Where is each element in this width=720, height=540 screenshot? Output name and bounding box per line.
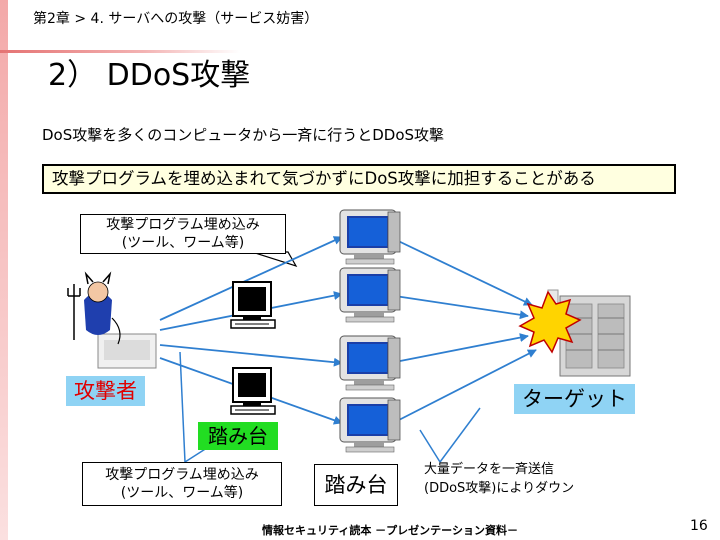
callout-top: 攻撃プログラム埋め込み (ツール、ワーム等) [80,214,286,254]
callout-right-line1: 大量データを一斉送信 [424,462,555,477]
arrow-to-zombie-3 [159,344,343,367]
callout-bottom: 攻撃プログラム埋め込み (ツール、ワーム等) [82,462,282,506]
normal-computer-1 [230,281,276,329]
pointer-bottom-callout [179,351,186,463]
callout-right-line2: (DDoS攻撃)によりダウン [424,481,575,496]
impact-burst-icon [518,290,582,354]
pointer-right-callout [439,407,481,463]
infection-arrows [159,236,537,425]
arrow-to-target-4 [394,349,537,423]
stepping-box: 踏み台 [314,464,398,506]
arrow-to-zombie-1 [159,236,343,321]
page-title: 2） DDoS攻撃 [48,58,251,93]
attacker-devil-icon [67,271,157,369]
callout-right: 大量データを一斉送信 (DDoS攻撃)によりダウン [424,460,574,498]
target-label-text: ターゲット [522,387,627,411]
page-number: 16 [690,518,708,534]
callout-bottom-line2: (ツール、ワーム等) [120,485,244,501]
target-server-icon [547,289,631,377]
left-accent-bar [0,0,8,540]
attacker-label: 攻撃者 [66,376,145,406]
callout-top-line2: (ツール、ワーム等) [121,235,245,251]
breadcrumb: 第2章 > 4. サーバへの攻撃（サービス妨害） [33,11,319,27]
zombie-computer-3 [339,335,401,391]
arrow-to-target-3 [394,333,529,363]
intro-text: DoS攻撃を多くのコンピュータから一斉に行うとDDoS攻撃 [42,126,445,144]
warning-banner: 攻撃プログラムを埋め込まれて気づかずにDoS攻撃に加担することがある [42,164,676,194]
zombie-computer-4 [339,397,401,453]
zombie-computer-2 [339,267,401,323]
callout-bottom-line1: 攻撃プログラム埋め込み [105,467,259,483]
footer-text: 情報セキュリティ読本 －プレゼンテーション資料－ [262,524,518,537]
banner-text: 攻撃プログラムを埋め込まれて気づかずにDoS攻撃に加担することがある [52,169,596,188]
normal-computer-2 [230,367,276,415]
arrow-to-target-2 [394,295,529,320]
pointer-right-callout-2 [419,429,441,463]
arrow-to-target-1 [391,237,533,306]
target-label: ターゲット [514,384,635,414]
stepping-label: 踏み台 [198,422,278,450]
callout-top-line1: 攻撃プログラム埋め込み [106,217,260,233]
zombie-computer-1 [339,209,401,265]
callout-top-tail [251,251,298,268]
title-underline [0,50,240,53]
